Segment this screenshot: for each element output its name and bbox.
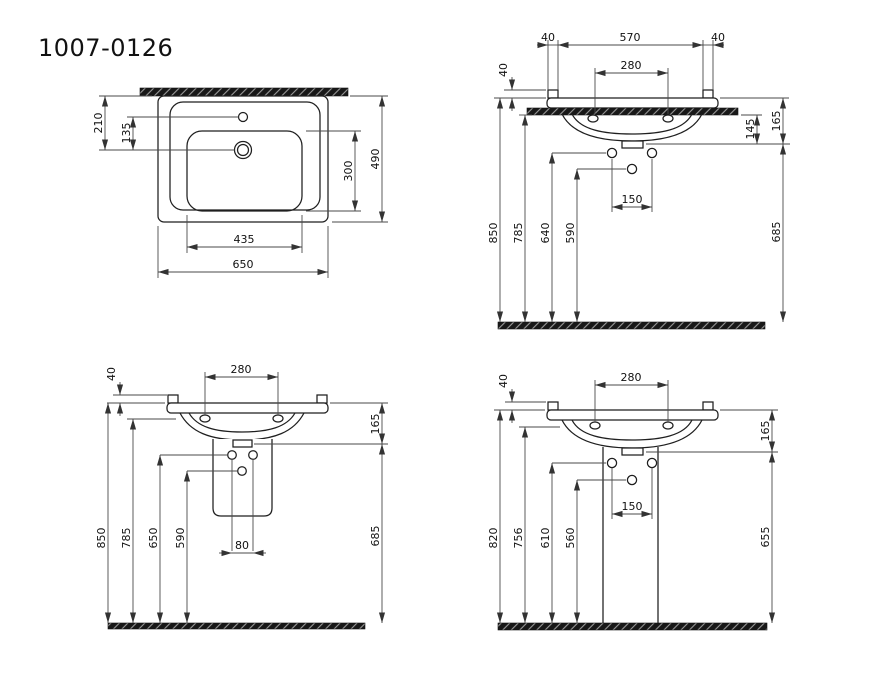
wall-section-hatch bbox=[139, 87, 349, 97]
back-tab-left bbox=[167, 394, 179, 404]
dim-650: 650 bbox=[147, 528, 160, 549]
dim-280: 280 bbox=[621, 59, 642, 72]
back-hole-left bbox=[199, 414, 211, 423]
fixing-hole-left bbox=[606, 457, 618, 469]
floor-section-hatch bbox=[497, 321, 766, 330]
back-hole-left bbox=[587, 114, 599, 123]
bowl-inner bbox=[571, 113, 693, 135]
back-tab-right bbox=[702, 89, 714, 99]
plan-geometry bbox=[139, 87, 349, 223]
dim-640: 640 bbox=[539, 223, 552, 244]
basin-bowl bbox=[186, 130, 303, 212]
dim-560: 560 bbox=[564, 528, 577, 549]
dim-490: 490 bbox=[369, 149, 382, 170]
back-tab-right bbox=[316, 394, 328, 404]
dim-40-left: 40 bbox=[541, 31, 555, 44]
back-hole-right bbox=[662, 421, 674, 430]
dim-165: 165 bbox=[759, 421, 772, 442]
dim-785: 785 bbox=[120, 528, 133, 549]
dim-685: 685 bbox=[369, 526, 382, 547]
dim-300: 300 bbox=[342, 161, 355, 182]
bowl-inner bbox=[571, 419, 693, 441]
back-tab-right bbox=[702, 401, 714, 411]
half-pedestal-geometry bbox=[107, 394, 366, 630]
supply-hole bbox=[626, 163, 638, 175]
half-pedestal-dimensions: 40 280 850 785 650 590 80 165 685 bbox=[95, 363, 388, 623]
drain-trap bbox=[232, 439, 253, 448]
dim-135: 135 bbox=[120, 123, 133, 144]
back-tab-left bbox=[547, 401, 559, 411]
fixing-hole-right bbox=[646, 457, 658, 469]
dim-150: 150 bbox=[622, 193, 643, 206]
dim-165: 165 bbox=[770, 111, 783, 132]
dim-165: 165 bbox=[369, 414, 382, 435]
drain-trap bbox=[621, 140, 644, 149]
dim-850: 850 bbox=[487, 223, 500, 244]
supply-hole bbox=[626, 474, 638, 486]
fixing-hole-left bbox=[227, 450, 237, 460]
bowl-outer bbox=[561, 419, 703, 449]
bowl-inner bbox=[188, 412, 296, 433]
dim-40-height: 40 bbox=[105, 367, 118, 381]
fixing-hole-left bbox=[606, 147, 618, 159]
dim-820: 820 bbox=[487, 528, 500, 549]
front-view-wall-hung: 40 570 40 280 40 850 785 640 590 bbox=[487, 31, 790, 330]
drain-trap bbox=[621, 447, 644, 456]
product-code: 1007-0126 bbox=[38, 34, 173, 62]
dim-685: 685 bbox=[770, 222, 783, 243]
dim-590: 590 bbox=[564, 223, 577, 244]
plan-dimensions: 210 135 490 300 435 650 bbox=[92, 95, 388, 278]
dim-756: 756 bbox=[512, 528, 525, 549]
fixing-hole-right bbox=[646, 147, 658, 159]
supply-hole bbox=[237, 466, 247, 476]
basin-deck bbox=[546, 97, 719, 109]
dim-80: 80 bbox=[235, 539, 249, 552]
dim-150: 150 bbox=[622, 500, 643, 513]
dim-610: 610 bbox=[539, 528, 552, 549]
dim-655: 655 bbox=[759, 527, 772, 548]
basin-deck bbox=[166, 402, 329, 414]
dim-40-height: 40 bbox=[497, 63, 510, 77]
dim-210: 210 bbox=[92, 113, 105, 134]
plan-view: 210 135 490 300 435 650 bbox=[92, 87, 388, 278]
back-tab-left bbox=[547, 89, 559, 99]
full-pedestal-dimensions: 40 280 820 756 610 560 150 165 65 bbox=[487, 371, 778, 623]
full-pedestal-geometry bbox=[497, 401, 768, 631]
half-pedestal-view: 40 280 850 785 650 590 80 165 685 bbox=[95, 363, 388, 630]
basin-deck bbox=[546, 409, 719, 421]
back-hole-left bbox=[589, 421, 601, 430]
dim-435: 435 bbox=[234, 233, 255, 246]
bowl-outer bbox=[179, 412, 305, 441]
floor-section-hatch bbox=[107, 622, 366, 630]
basin-rim bbox=[169, 101, 321, 211]
dim-590: 590 bbox=[174, 528, 187, 549]
dim-850: 850 bbox=[95, 528, 108, 549]
dim-40-right: 40 bbox=[711, 31, 725, 44]
dim-280: 280 bbox=[621, 371, 642, 384]
fixing-hole-right bbox=[248, 450, 258, 460]
dim-650: 650 bbox=[233, 258, 254, 271]
tap-hole bbox=[237, 111, 249, 123]
dim-145: 145 bbox=[744, 119, 757, 140]
front-geometry bbox=[497, 89, 766, 330]
front-dimensions: 40 570 40 280 40 850 785 640 590 bbox=[487, 31, 790, 322]
dim-570: 570 bbox=[620, 31, 641, 44]
half-pedestal bbox=[212, 439, 273, 517]
dim-40-height: 40 bbox=[497, 374, 510, 388]
wall-section-hatch bbox=[526, 107, 739, 116]
back-hole-right bbox=[662, 114, 674, 123]
bowl-outer bbox=[561, 113, 703, 142]
full-pedestal-view: 40 280 820 756 610 560 150 165 65 bbox=[487, 371, 778, 631]
drain-hole-inner bbox=[236, 143, 250, 157]
dim-785: 785 bbox=[512, 223, 525, 244]
floor-section-hatch bbox=[497, 622, 768, 631]
dim-280: 280 bbox=[231, 363, 252, 376]
back-hole-right bbox=[272, 414, 284, 423]
